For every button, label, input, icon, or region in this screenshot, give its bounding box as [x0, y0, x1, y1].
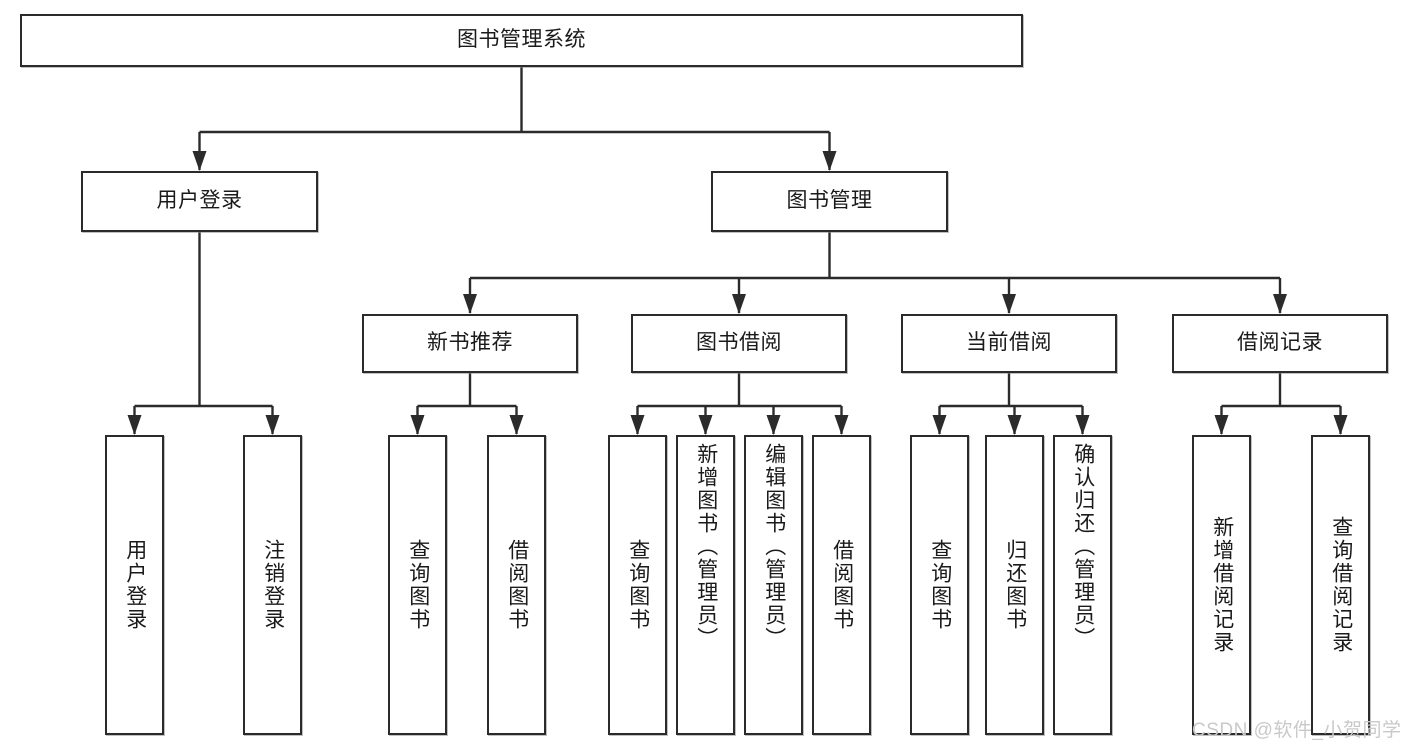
arrowhead-icon-2-0: [410, 415, 425, 435]
arrowhead-icon-4-1: [1007, 415, 1022, 435]
node-label-leaf-query-book-2: 查询图书: [626, 539, 650, 631]
arrowhead-icon-1-1: [732, 294, 746, 314]
node-new-book-recommend[interactable]: 新书推荐: [362, 314, 578, 373]
node-label-leaf-logout: 注销登录: [261, 539, 285, 631]
node-label-book-manage: 图书管理: [786, 189, 873, 213]
node-book-manage[interactable]: 图书管理: [711, 171, 948, 232]
node-leaf-logout[interactable]: 注销登录: [243, 435, 302, 735]
node-leaf-borrow-book-1[interactable]: 借阅图书: [487, 435, 546, 735]
arrowhead-icon-3-2: [766, 415, 781, 435]
node-label-leaf-add-book: 新增图书（管理员）: [694, 443, 718, 650]
node-label-leaf-confirm-return: 确认归还（管理员）: [1071, 443, 1095, 650]
arrowhead-icon-5-0: [1214, 415, 1229, 435]
node-leaf-query-record[interactable]: 查询借阅记录: [1311, 435, 1370, 735]
node-borrow-record[interactable]: 借阅记录: [1172, 314, 1388, 373]
node-label-leaf-query-book-3: 查询图书: [928, 539, 952, 631]
arrowhead-icon-4-0: [932, 415, 947, 435]
node-current-borrow[interactable]: 当前借阅: [901, 314, 1117, 373]
node-leaf-query-book-2[interactable]: 查询图书: [608, 435, 667, 735]
node-leaf-edit-book[interactable]: 编辑图书（管理员）: [744, 435, 803, 735]
arrowhead-icon-1-2: [1002, 294, 1016, 314]
node-label-leaf-query-record: 查询借阅记录: [1329, 516, 1353, 654]
arrowhead-icon-5-1: [1333, 415, 1348, 435]
node-leaf-query-book-1[interactable]: 查询图书: [388, 435, 447, 735]
node-label-leaf-return-book: 归还图书: [1003, 539, 1027, 631]
node-label-leaf-user-login: 用户登录: [123, 539, 147, 631]
node-root[interactable]: 图书管理系统: [20, 14, 1023, 67]
arrowhead-icon-0-1: [822, 151, 837, 171]
node-label-leaf-query-book-1: 查询图书: [406, 539, 430, 631]
node-user-login[interactable]: 用户登录: [81, 171, 318, 232]
node-label-leaf-edit-book: 编辑图书（管理员）: [762, 443, 786, 650]
arrowhead-icon-4-2: [1075, 415, 1090, 435]
arrowhead-icon-6-0: [127, 415, 142, 435]
node-leaf-query-book-3[interactable]: 查询图书: [910, 435, 969, 735]
node-book-borrow[interactable]: 图书借阅: [631, 314, 847, 373]
node-label-book-borrow: 图书借阅: [696, 331, 782, 355]
node-leaf-user-login[interactable]: 用户登录: [105, 435, 164, 735]
arrowhead-icon-1-3: [1273, 294, 1287, 314]
node-leaf-add-record[interactable]: 新增借阅记录: [1192, 435, 1251, 735]
node-label-user-login: 用户登录: [156, 189, 243, 213]
arrowhead-icon-6-1: [265, 415, 280, 435]
node-leaf-borrow-book-2[interactable]: 借阅图书: [812, 435, 871, 735]
arrowhead-icon-3-0: [630, 415, 645, 435]
csdn-watermark: CSDN @软件_小贺同学: [1192, 720, 1402, 741]
node-leaf-add-book[interactable]: 新增图书（管理员）: [676, 435, 735, 735]
node-label-current-borrow: 当前借阅: [966, 331, 1052, 355]
node-label-new-book-recommend: 新书推荐: [427, 331, 513, 355]
arrowhead-icon-1-0: [463, 294, 477, 314]
node-leaf-confirm-return[interactable]: 确认归还（管理员）: [1053, 435, 1112, 735]
arrowhead-icon-3-3: [834, 415, 849, 435]
arrowhead-icon-0-0: [192, 151, 207, 171]
node-label-borrow-record: 借阅记录: [1237, 331, 1323, 355]
node-label-leaf-add-record: 新增借阅记录: [1210, 516, 1234, 654]
node-leaf-return-book[interactable]: 归还图书: [985, 435, 1044, 735]
arrowhead-icon-2-1: [509, 415, 524, 435]
node-label-leaf-borrow-book-1: 借阅图书: [505, 539, 529, 631]
arrowhead-icon-3-1: [698, 415, 713, 435]
node-label-root: 图书管理系统: [457, 28, 586, 52]
node-label-leaf-borrow-book-2: 借阅图书: [830, 539, 854, 631]
